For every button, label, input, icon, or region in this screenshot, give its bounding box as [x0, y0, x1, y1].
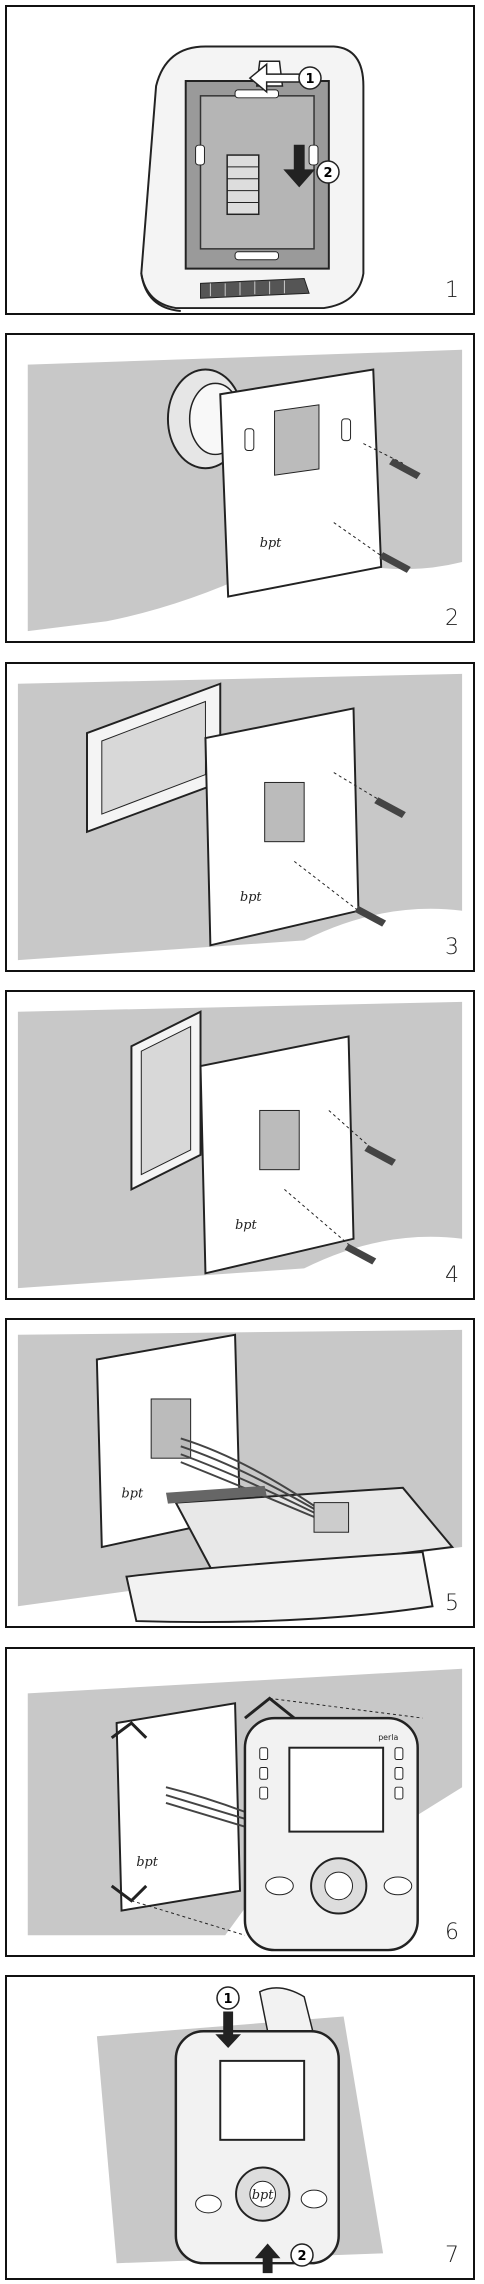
- plate-logo: bpt: [122, 1487, 144, 1502]
- plate-logo: bpt: [235, 1218, 257, 1233]
- step-1-panel: 1 2 1: [5, 5, 475, 315]
- hand: [258, 1987, 315, 2042]
- step-3-panel: bpt 3: [5, 662, 475, 972]
- step-number: 3: [445, 935, 459, 960]
- step-2-panel: bpt 2: [5, 333, 475, 643]
- step-number: 4: [445, 1263, 459, 1288]
- device-brand: perla: [378, 1733, 398, 1742]
- svg-text:2: 2: [323, 166, 332, 181]
- screw: [364, 1145, 396, 1166]
- step-number: 5: [445, 1591, 459, 1616]
- callout-2-badge: 2: [316, 160, 340, 184]
- push-arrow: [248, 62, 300, 94]
- screw: [389, 458, 421, 480]
- device-logo: bpt: [252, 2188, 274, 2203]
- svg-text:1: 1: [223, 1992, 232, 2007]
- step-1-illustration: [140, 45, 365, 313]
- step-5-panel: bpt 5: [5, 1318, 475, 1628]
- step-number: 1: [445, 278, 459, 303]
- step-number: 7: [445, 2243, 459, 2268]
- callout-1-badge: 1: [298, 66, 322, 90]
- down-arrow: [215, 2011, 241, 2049]
- screw: [379, 552, 411, 573]
- slide-down-arrow: [283, 144, 316, 188]
- step-4-illustration: bpt: [17, 1001, 463, 1289]
- screw: [344, 1243, 377, 1265]
- screw: [354, 905, 387, 927]
- svg-text:2: 2: [297, 2249, 306, 2264]
- callout-2-badge: 2: [290, 2243, 314, 2267]
- step-6-illustration: bpt perla: [27, 1668, 463, 1952]
- svg-text:1: 1: [305, 72, 314, 87]
- plate-logo: bpt: [240, 890, 262, 905]
- screw: [374, 797, 406, 818]
- callout-1-badge: 1: [216, 1986, 240, 2010]
- step-3-illustration: bpt: [17, 673, 463, 961]
- step-4-panel: bpt 4: [5, 990, 475, 1300]
- monitor-screen: [288, 1746, 385, 1833]
- step-7-panel: bpt 1 2 7: [5, 1975, 475, 2280]
- plate-logo: bpt: [136, 1855, 158, 1870]
- step-number: 6: [445, 1920, 459, 1945]
- plate-logo: bpt: [260, 536, 282, 551]
- step-number: 2: [445, 606, 459, 631]
- terminal-block: [313, 1502, 350, 1533]
- monitor-screen: [219, 2059, 306, 2141]
- terminal-block: [226, 154, 260, 216]
- step-2-illustration: bpt: [27, 349, 463, 632]
- step-7-illustration: bpt: [96, 1987, 384, 2274]
- step-6-panel: bpt perla 6: [5, 1647, 475, 1957]
- step-5-illustration: bpt: [17, 1329, 463, 1624]
- mounting-plate: [219, 368, 383, 598]
